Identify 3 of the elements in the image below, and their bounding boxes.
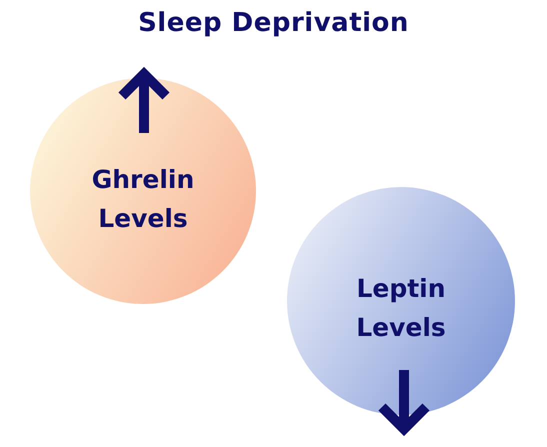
node-label: Leptin Levels (355, 273, 447, 344)
title: Sleep Deprivation (138, 8, 409, 38)
node-label: Ghrelin Levels (90, 164, 196, 235)
